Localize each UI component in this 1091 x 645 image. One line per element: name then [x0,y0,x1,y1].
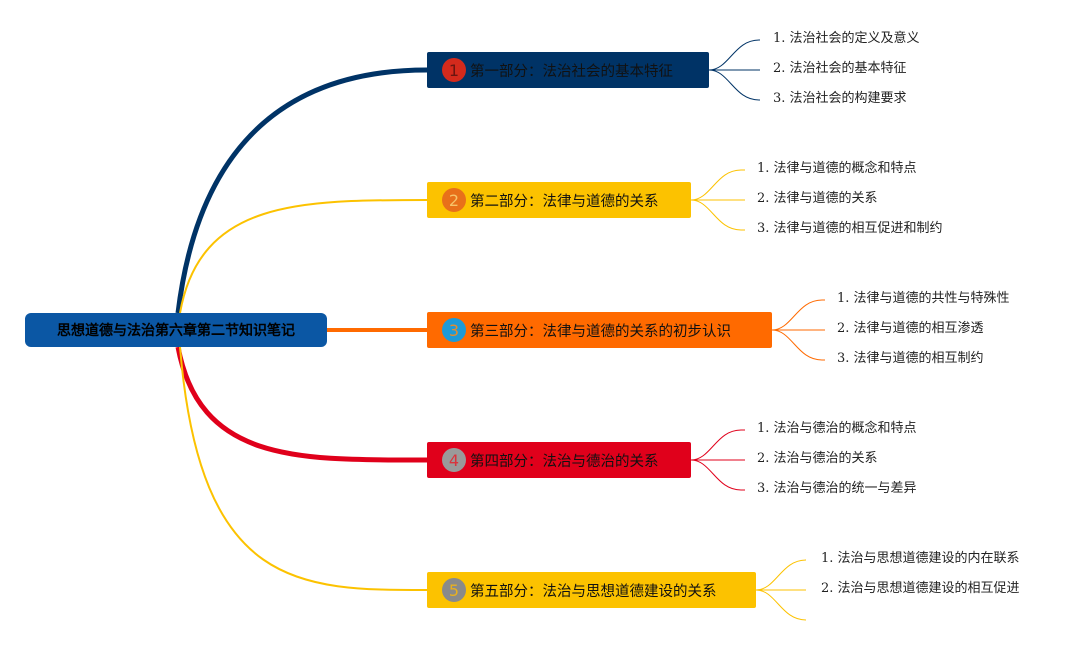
subtopic-item[interactable]: 2. 法治与德治的关系 [757,451,878,466]
subtopic-item[interactable]: 1. 法律与道德的概念和特点 [757,161,917,176]
section-label: 第三部分：法律与道德的关系的初步认识 [470,323,731,340]
branch-line-1 [175,67,428,314]
section-label: 第一部分：法治社会的基本特征 [470,63,673,80]
subtopic-item[interactable]: 1. 法治社会的定义及意义 [773,31,920,46]
subtopic-item[interactable]: 2. 法律与道德的相互渗透 [837,321,984,336]
subtopic-item[interactable]: 1. 法治与思想道德建设的内在联系 [821,551,1020,566]
subtopic-item[interactable]: 3. 法治与德治的统一与差异 [757,481,917,496]
subtopic-item[interactable]: 1. 法律与道德的共性与特殊性 [837,291,1010,306]
leaf-connector-4-1 [690,429,745,461]
subtopic-item[interactable]: 2. 法律与道德的关系 [757,191,878,206]
number-badge-icon: 1 [442,58,466,82]
leaf-connector-5-3 [755,589,807,621]
leaf-connector-2-3 [690,199,745,231]
number-badge-icon: 4 [442,448,466,472]
subtopic-item[interactable]: 2. 法治与思想道德建设的相互促进 [821,581,1020,596]
leaf-connector-3-3 [771,329,825,361]
root-topic[interactable]: 思想道德与法治第六章第二节知识笔记 [25,313,327,347]
section-label: 第四部分：法治与德治的关系 [470,453,659,470]
leaf-connector-4-3 [690,459,745,491]
branch-line-2 [179,199,428,314]
subtopic-item[interactable]: 1. 法治与德治的概念和特点 [757,421,917,436]
root-title: 思想道德与法治第六章第二节知识笔记 [57,323,295,339]
leaf-connector-1-3 [708,69,760,101]
section-label: 第五部分：法治与思想道德建设的关系 [470,583,717,600]
leaf-connector-3-1 [771,299,825,331]
subtopic-item[interactable]: 3. 法律与道德的相互制约 [837,351,984,366]
branch-line-4 [175,346,428,463]
branch-line-5 [179,346,428,591]
number-badge-icon: 5 [442,578,466,602]
leaf-connector-5-1 [755,559,807,591]
section-label: 第二部分：法律与道德的关系 [470,193,659,210]
subtopic-item[interactable]: 3. 法律与道德的相互促进和制约 [757,221,943,236]
subtopic-item[interactable]: 2. 法治社会的基本特征 [773,61,907,76]
leaf-connector-1-1 [708,39,760,71]
leaf-connector-2-1 [690,169,745,201]
number-badge-icon: 2 [442,188,466,212]
subtopic-item[interactable]: 3. 法治社会的构建要求 [773,91,907,106]
number-badge-icon: 3 [442,318,466,342]
